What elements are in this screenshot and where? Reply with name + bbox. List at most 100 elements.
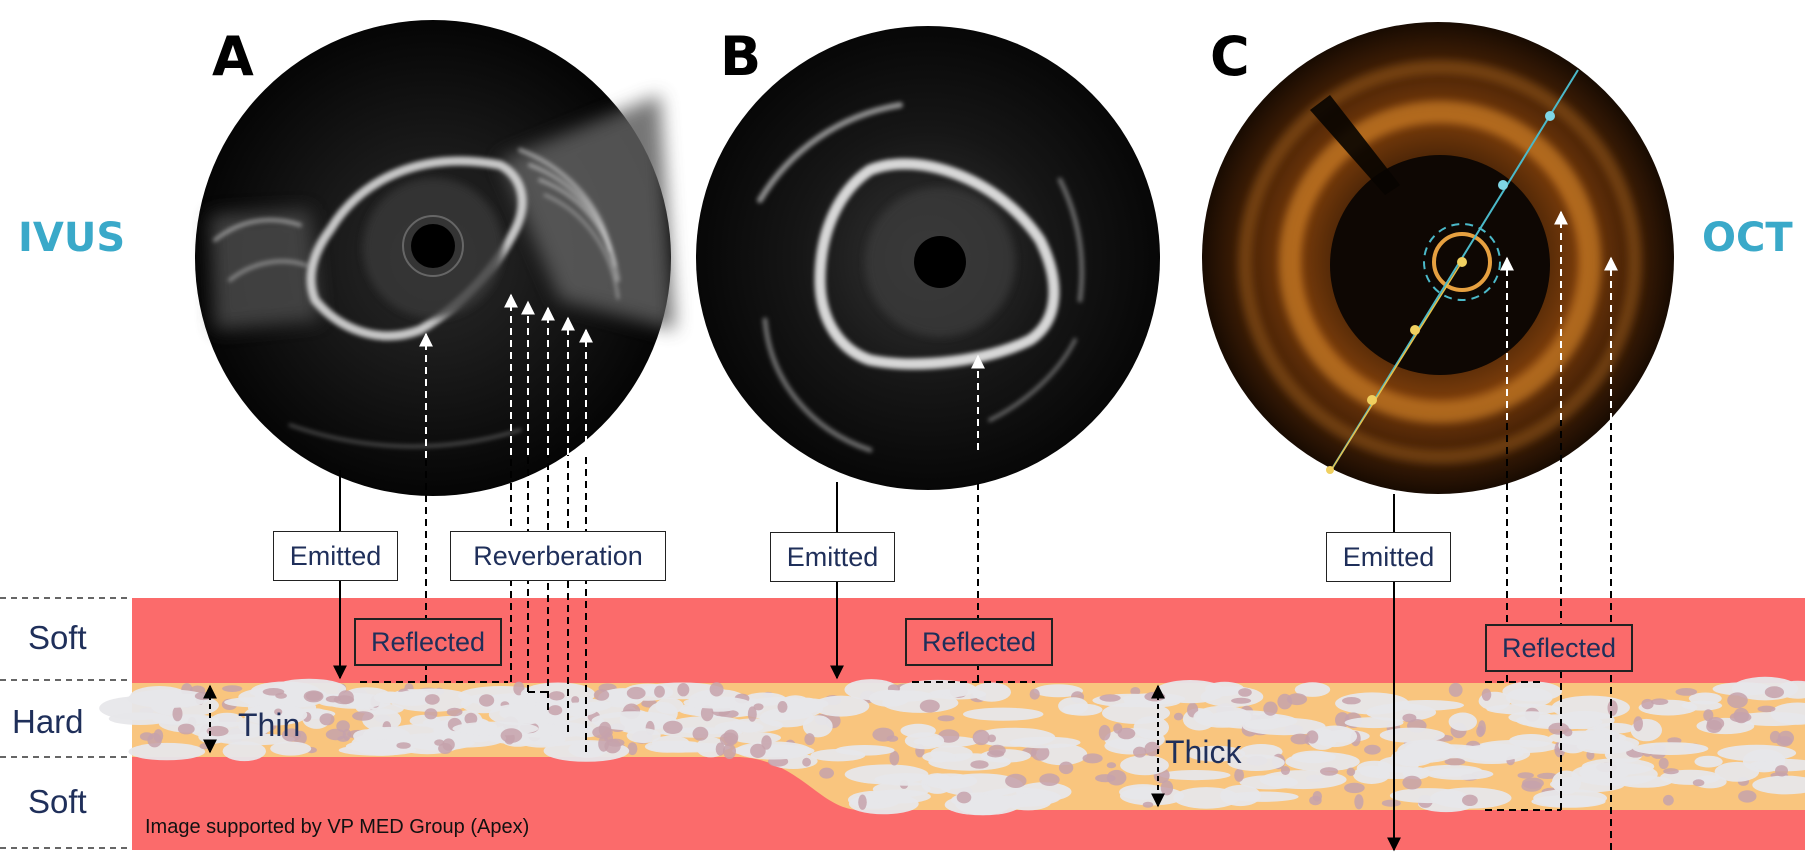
calcium-deposit [1682, 701, 1722, 711]
calcium-deposit [1010, 737, 1081, 749]
calcium-deposit [1449, 713, 1477, 731]
calcium-deposit [1633, 716, 1643, 731]
calcium-deposit [677, 683, 689, 696]
calcium-deposit [1695, 756, 1723, 768]
calcium-deposit [1118, 728, 1136, 740]
calcium-deposit [804, 733, 814, 745]
calcium-deposit [1449, 683, 1463, 697]
calcium-deposit [1397, 740, 1456, 763]
image-credit: Image supported by VP MED Group (Apex) [145, 817, 529, 837]
emitted-label-a: Emitted [273, 531, 398, 581]
calcium-deposit [1564, 728, 1573, 736]
calcium-deposit [334, 695, 354, 704]
calcium-deposit [1292, 751, 1336, 764]
calcium-deposit [802, 758, 811, 767]
calcium-deposit [1107, 762, 1116, 768]
calcium-deposit [1107, 770, 1127, 786]
calcium-deposit [1231, 698, 1251, 704]
calcium-deposit [425, 694, 440, 705]
calcium-deposit [1143, 802, 1154, 808]
calcium-deposit [1005, 774, 1026, 788]
thin-label: Thin [238, 709, 300, 741]
reflected-label-c: Reflected [1485, 624, 1633, 672]
calcium-deposit [813, 696, 870, 717]
calcium-deposit [594, 689, 609, 700]
calcium-deposit [352, 711, 374, 720]
calcium-deposit [200, 743, 210, 749]
calcium-deposit [1120, 755, 1169, 775]
calcium-deposit [858, 795, 867, 810]
calcium-deposit [1039, 773, 1059, 786]
calcium-deposit [1347, 768, 1356, 776]
calcium-deposit [1659, 758, 1669, 769]
calcium-deposit [683, 697, 749, 709]
calcium-deposit [1571, 763, 1658, 786]
calcium-deposit [1281, 766, 1290, 775]
calcium-deposit [1313, 791, 1322, 802]
calcium-deposit [1533, 789, 1607, 807]
calcium-deposit [336, 720, 350, 732]
reflected-label-a: Reflected [354, 618, 502, 666]
emitted-label-c: Emitted [1326, 532, 1451, 582]
calcium-deposit [970, 760, 988, 769]
calcium-deposit [875, 773, 938, 786]
calcium-deposit [1506, 688, 1553, 708]
panel-label-a: A [212, 30, 254, 84]
calcium-deposit [1663, 768, 1679, 774]
calcium-deposit [663, 721, 683, 734]
reflected-label-b: Reflected [905, 618, 1053, 666]
calcium-deposit [1160, 770, 1231, 780]
calcium-deposit [1703, 709, 1713, 721]
calcium-deposit [1099, 725, 1111, 741]
calcium-deposit [1155, 680, 1226, 703]
calcium-deposit [710, 682, 724, 696]
calcium-deposit [1354, 794, 1363, 809]
calcium-deposit [1240, 775, 1298, 789]
calcium-deposit [1342, 697, 1361, 704]
calcium-deposit [920, 700, 940, 713]
calcium-deposit [1775, 765, 1788, 776]
calcium-deposit [1402, 776, 1421, 790]
calcium-deposit [1364, 745, 1381, 755]
calcium-deposit [1717, 745, 1796, 762]
calcium-deposit [1633, 742, 1708, 755]
calcium-deposit [1335, 712, 1350, 728]
calcium-deposit [987, 750, 1004, 757]
calcium-deposit [1005, 793, 1052, 810]
calcium-deposit [750, 744, 766, 758]
calcium-deposit [1706, 720, 1722, 733]
calcium-deposit [1727, 692, 1748, 708]
calcium-deposit [306, 691, 323, 700]
calcium-deposit [1144, 692, 1165, 702]
layer-label-soft-top: Soft [28, 621, 87, 654]
calcium-deposit [1522, 778, 1544, 789]
panel-label-c: C [1210, 30, 1250, 84]
calcium-deposit [889, 751, 899, 766]
calcium-deposit [1134, 716, 1169, 739]
calcium-deposit [128, 689, 210, 708]
calcium-deposit [922, 751, 955, 762]
calcium-deposit [1357, 761, 1393, 776]
calcium-deposit [938, 715, 955, 721]
calcium-deposit [627, 687, 646, 699]
calcium-deposit [1758, 706, 1776, 713]
calcium-deposit [835, 745, 894, 756]
calcium-deposit [1344, 783, 1365, 793]
calcium-deposit [1119, 784, 1167, 800]
calcium-deposit [723, 744, 736, 759]
calcium-deposit [1715, 762, 1760, 782]
calcium-deposit [173, 706, 183, 721]
calcium-deposit [396, 742, 410, 749]
calcium-deposit [501, 728, 523, 743]
calcium-deposit [1402, 714, 1416, 723]
modality-label-ivus: IVUS [18, 218, 125, 258]
calcium-deposit [1234, 769, 1244, 782]
calcium-deposit [1380, 728, 1445, 743]
calcium-deposit [1030, 689, 1040, 700]
calcium-deposit [549, 691, 565, 700]
panel-label-b: B [720, 30, 761, 84]
calcium-deposit [1693, 779, 1705, 786]
calcium-deposit [793, 698, 821, 714]
layer-label-soft-bottom: Soft [28, 785, 87, 818]
calcium-deposit [178, 724, 195, 735]
